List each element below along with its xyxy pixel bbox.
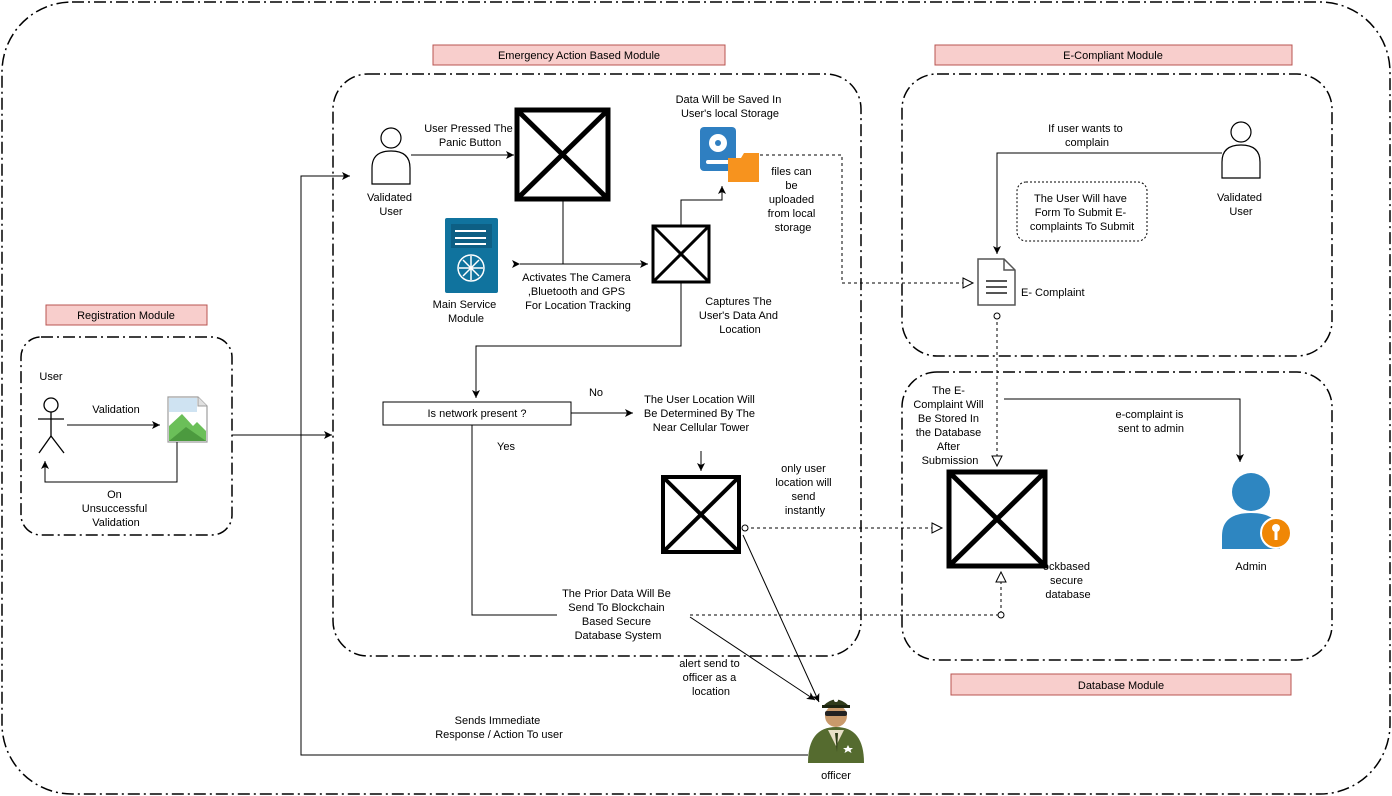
- emergency-module-title: Emergency Action Based Module: [498, 50, 660, 62]
- registration-module-title: Registration Module: [77, 310, 175, 322]
- admin-label: Admin: [1235, 561, 1266, 573]
- document-icon: [977, 258, 1016, 306]
- stick-figure-user-icon: [38, 397, 65, 454]
- storage-to-ecomplaint-dashed-arrow: [760, 154, 975, 289]
- officer-response-label: Sends Immediate Response / Action To use…: [435, 715, 563, 741]
- yes-label: Yes: [497, 441, 515, 453]
- database-placeholder-icon: [946, 469, 1048, 569]
- location-to-officer-arrow: [742, 534, 820, 703]
- officer-icon: [808, 698, 864, 763]
- saved-local-label: Data Will be Saved In User's local Stora…: [676, 94, 785, 120]
- ecompliant-module-container: [901, 73, 1333, 357]
- unsuccessful-validation-label: On Unsuccessful Validation: [82, 489, 150, 529]
- validation-label: Validation: [92, 404, 140, 416]
- officer-label: officer: [821, 770, 851, 782]
- registration-user-label: User: [39, 371, 63, 383]
- validated-user-person-icon: [371, 127, 411, 185]
- wants-complain-label: If user wants to complain: [1048, 123, 1126, 149]
- blockbased-database-label: ockbased secure database: [1043, 561, 1093, 601]
- only-location-label: only user location will send instantly: [775, 463, 834, 517]
- database-module-title: Database Module: [1078, 680, 1164, 692]
- database-module-header: Database Module: [950, 673, 1292, 696]
- stored-in-database-label: The E- Complaint Will Be Stored In the D…: [913, 385, 986, 467]
- image-placeholder-icon: [167, 396, 208, 443]
- local-storage-icon: [700, 127, 759, 182]
- location-placeholder-icon: [661, 475, 741, 554]
- registration-module-container: [20, 336, 233, 536]
- no-label: No: [589, 387, 603, 399]
- emergency-module-header: Emergency Action Based Module: [432, 44, 726, 66]
- form-note-label: The User Will have Form To Submit E- com…: [1030, 193, 1134, 233]
- emergency-module-container: [332, 73, 862, 657]
- sent-to-admin-label: e-complaint is sent to admin: [1116, 409, 1187, 435]
- network-question-label: Is network present ?: [427, 408, 526, 420]
- captures-label: Captures The User's Data And Location: [699, 296, 781, 336]
- ecompliant-validated-user-label: Validated User: [1217, 192, 1265, 218]
- ecompliant-module-header: E-Compliant Module: [934, 44, 1293, 66]
- unsuccessful-validation-arrow: [41, 442, 178, 483]
- prior-data-to-database-dashed-arrow: [690, 570, 1007, 616]
- main-service-label: Main Service Module: [433, 299, 500, 325]
- activates-label: Activates The Camera ,Bluetooth and GPS …: [522, 272, 634, 312]
- panic-button-label: User Pressed The Panic Button: [424, 123, 516, 149]
- ecompliant-module-title: E-Compliant Module: [1063, 50, 1163, 62]
- cellular-tower-label: The User Location Will Be Determined By …: [644, 394, 758, 434]
- files-upload-label: files can be uploaded from local storage: [768, 166, 819, 234]
- database-module-container: [901, 371, 1333, 661]
- panic-button-placeholder-icon: [514, 107, 611, 202]
- main-service-switch-icon: [445, 218, 498, 293]
- yes-to-prior-data-line: [471, 425, 557, 616]
- user-to-ecomplaint-arrow: [993, 152, 1222, 254]
- capture-placeholder-icon: [651, 224, 711, 284]
- admin-key-icon: [1222, 473, 1292, 549]
- e-complaint-label: E- Complaint: [1021, 287, 1085, 299]
- capture-to-network-arrow: [472, 282, 682, 398]
- alert-officer-label: alert send to officer as a location: [679, 658, 743, 698]
- network-decision-box: Is network present ?: [382, 401, 572, 426]
- officer-response-arrow: [300, 172, 808, 756]
- database-to-admin-arrow: [1004, 398, 1244, 462]
- emergency-validated-user-label: Validated User: [367, 192, 415, 218]
- ecompliant-validated-user-person-icon: [1221, 121, 1261, 179]
- stored-label-bg: [913, 384, 989, 466]
- form-note-box: The User Will have Form To Submit E- com…: [1016, 181, 1148, 242]
- prior-data-connector-dot: [997, 611, 1005, 619]
- registration-module-header: Registration Module: [45, 304, 208, 326]
- capture-to-storage-arrow: [680, 186, 726, 226]
- prior-data-to-officer-arrow: [689, 616, 816, 701]
- prior-data-label: The Prior Data Will Be Send To Blockchai…: [562, 588, 674, 642]
